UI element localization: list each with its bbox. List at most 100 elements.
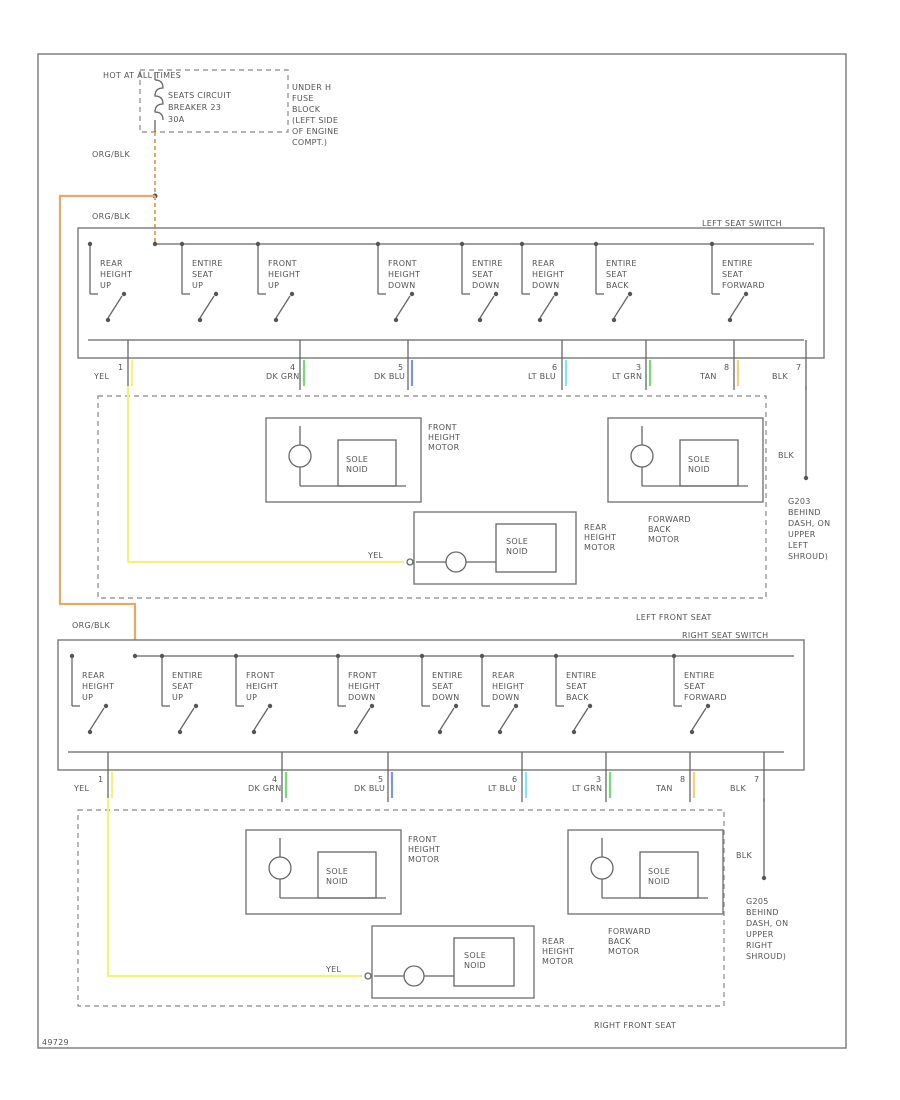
right-switch-box xyxy=(57,639,805,771)
right-rear-noid: NOID xyxy=(464,961,486,970)
left-rear-motor-symbol xyxy=(445,551,467,573)
orange-label-1: ORG/BLK xyxy=(92,150,130,159)
circuit-breaker-symbol xyxy=(154,79,164,121)
left-front-height-motor-sole: SOLE xyxy=(346,455,368,464)
right-pin-2-wire: DK BLU xyxy=(354,784,385,793)
left-pin-1-num: 4 xyxy=(290,363,295,372)
left-rear-motor-label-2: MOTOR xyxy=(584,543,616,552)
right-ground-label-5: SHROUD) xyxy=(746,952,786,961)
right-front-height-motor-label-0: FRONT xyxy=(408,835,437,844)
right-switch-7-bus-dot xyxy=(671,653,677,659)
left-switch-0-pivot xyxy=(105,317,111,323)
left-rear-sole: SOLE xyxy=(506,537,528,546)
left-switch-4-label-1: SEAT xyxy=(472,270,493,279)
right-switch-7-label-2: FORWARD xyxy=(684,693,727,702)
left-switch-4-pivot xyxy=(477,317,483,323)
right-ground-label-2: DASH, ON xyxy=(746,919,788,928)
left-switch-2-contact xyxy=(289,291,295,297)
right-switch-5-blade xyxy=(499,707,515,731)
left-switch-2-pivot xyxy=(273,317,279,323)
right-switch-2-label-0: FRONT xyxy=(246,671,275,680)
left-switch-6-pivot xyxy=(611,317,617,323)
right-front-height-motor-sole: SOLE xyxy=(326,867,348,876)
right-switch-6-label-0: ENTIRE xyxy=(566,671,597,680)
left-pin-4-num: 3 xyxy=(636,363,641,372)
left-switch-7-bus-dot xyxy=(709,241,715,247)
right-forward-back-motor-box xyxy=(567,829,724,915)
orange-label-2: ORG/BLK xyxy=(92,212,130,221)
orange-label-3: ORG/BLK xyxy=(72,621,110,630)
right-switch-7-pivot xyxy=(689,729,695,735)
right-switch-2-blade xyxy=(253,707,269,731)
left-switch-7-label-0: ENTIRE xyxy=(722,259,753,268)
left-switch-0-label-2: UP xyxy=(100,281,111,290)
right-switch-5-contact xyxy=(513,703,519,709)
left-forward-back-motor-label-2: MOTOR xyxy=(648,535,680,544)
right-pin-6-num: 7 xyxy=(754,775,759,784)
left-switch-5-bus-dot xyxy=(519,241,525,247)
left-switch-6-blade xyxy=(613,295,629,319)
right-switch-title: RIGHT SEAT SWITCH xyxy=(682,631,768,640)
right-pin-1-num: 4 xyxy=(272,775,277,784)
left-forward-back-motor-label-1: BACK xyxy=(648,525,671,534)
left-switch-5-label-2: DOWN xyxy=(532,281,560,290)
left-forward-back-motor-noid: NOID xyxy=(688,465,710,474)
right-switch-3-contact xyxy=(369,703,375,709)
right-switch-3-bus-dot xyxy=(335,653,341,659)
right-front-height-motor-symbol xyxy=(268,856,292,880)
right-switch-0-blade xyxy=(89,707,105,731)
left-switch-3-blade xyxy=(395,295,411,319)
right-switch-3-label-1: HEIGHT xyxy=(348,682,380,691)
breaker-line-3: 30A xyxy=(168,115,185,124)
right-rear-motor-label-0: REAR xyxy=(542,937,565,946)
right-switch-3-label-2: DOWN xyxy=(348,693,376,702)
left-yel-connector xyxy=(406,558,414,566)
right-switch-0-bus-dot xyxy=(69,653,75,659)
right-yellow-wire xyxy=(106,798,362,978)
left-switch-box xyxy=(77,227,825,359)
breaker-line-1: SEATS CIRCUIT xyxy=(168,91,231,100)
left-pin-4-wire: LT GRN xyxy=(612,372,642,381)
left-pin-5-num: 8 xyxy=(724,363,729,372)
left-ground-label-5: SHROUD) xyxy=(788,552,828,561)
right-forward-back-motor-label-2: MOTOR xyxy=(608,947,640,956)
left-switch-1-contact xyxy=(213,291,219,297)
left-pin-2-wire: DK BLU xyxy=(374,372,405,381)
left-switch-5-label-0: REAR xyxy=(532,259,555,268)
right-switch-6-label-1: SEAT xyxy=(566,682,587,691)
hot-at-all-times-label: HOT AT ALL TIMES xyxy=(103,71,181,80)
right-switch-1-blade xyxy=(179,707,195,731)
left-front-height-motor-symbol xyxy=(288,444,312,468)
right-switch-5-label-2: DOWN xyxy=(492,693,520,702)
left-pin-3-num: 6 xyxy=(552,363,557,372)
right-switch-2-contact xyxy=(267,703,273,709)
right-pin-5-wire: TAN xyxy=(655,784,673,793)
right-front-height-motor-label-2: MOTOR xyxy=(408,855,440,864)
right-switch-6-label-2: BACK xyxy=(566,693,589,702)
right-switch-6-contact xyxy=(587,703,593,709)
left-switch-5-pivot xyxy=(537,317,543,323)
orange-feed-wires: ORG/BLK ORG/BLK ORG/BLK xyxy=(58,132,158,640)
right-rear-motor-label-1: HEIGHT xyxy=(542,947,574,956)
right-switch-1-bus-dot xyxy=(159,653,165,659)
left-ground-label-4: LEFT xyxy=(788,541,808,550)
right-switch-4-label-1: SEAT xyxy=(432,682,453,691)
left-ground-label-3: UPPER xyxy=(788,530,816,539)
left-ground-dot xyxy=(803,475,809,481)
right-rear-sole: SOLE xyxy=(464,951,486,960)
left-switch-2-blade xyxy=(275,295,291,319)
left-rear-motor-box xyxy=(413,511,577,585)
left-front-height-motor-label-2: MOTOR xyxy=(428,443,460,452)
right-pin-4-wire: LT GRN xyxy=(572,784,602,793)
left-blk-label: BLK xyxy=(778,451,795,460)
right-feed-dot xyxy=(132,653,138,659)
right-switch-2-label-2: UP xyxy=(246,693,257,702)
right-switch-6-blade xyxy=(573,707,589,731)
right-switch-6-bus-dot xyxy=(553,653,559,659)
left-switch-1-label-1: SEAT xyxy=(192,270,213,279)
left-forward-back-motor-sole: SOLE xyxy=(688,455,710,464)
left-switch-3-contact xyxy=(409,291,415,297)
left-ground-label-1: BEHIND xyxy=(788,508,821,517)
right-forward-back-motor-sole: SOLE xyxy=(648,867,670,876)
